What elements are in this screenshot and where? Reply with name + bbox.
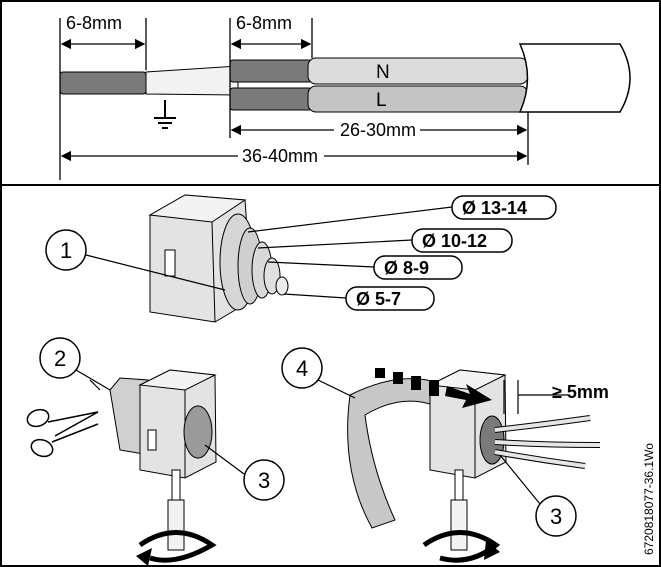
neutral-conductor bbox=[229, 59, 313, 83]
svg-text:Ø 5-7: Ø 5-7 bbox=[356, 289, 401, 309]
diameter-pill-13-14: Ø 13-14 bbox=[451, 195, 557, 220]
rotate-arrow-icon bbox=[136, 530, 217, 566]
cable-insertion-illustration bbox=[347, 369, 601, 529]
stripped-cable-illustration: N L bbox=[59, 43, 631, 129]
scissors-icon bbox=[26, 408, 99, 458]
earth-wire-insulation bbox=[145, 65, 239, 96]
screwdriver-icon-right bbox=[450, 469, 468, 551]
grommet-cutting-illustration bbox=[89, 369, 217, 479]
callout-2: 2 bbox=[39, 337, 111, 391]
outer-sheath bbox=[518, 43, 631, 113]
svg-text:Ø 8-9: Ø 8-9 bbox=[384, 258, 429, 278]
diameter-pill-8-9: Ø 8-9 bbox=[373, 255, 463, 280]
svg-text:3: 3 bbox=[550, 504, 562, 529]
nl-strip-dimension: 6-8mm bbox=[236, 13, 292, 33]
diameter-pill-5-7: Ø 5-7 bbox=[345, 286, 435, 311]
live-conductor bbox=[229, 87, 313, 111]
svg-text:Ø 10-12: Ø 10-12 bbox=[422, 231, 487, 251]
callout-1: 1 bbox=[45, 229, 226, 291]
svg-text:1: 1 bbox=[60, 238, 72, 263]
cable-grommet-illustration bbox=[148, 194, 289, 323]
live-insulation bbox=[307, 85, 529, 113]
rotate-arrow-icon-right bbox=[422, 530, 501, 563]
diameter-leaders bbox=[247, 206, 453, 299]
live-label: L bbox=[376, 90, 387, 111]
ground-strip-dimension: 6-8mm bbox=[66, 13, 122, 33]
screwdriver-icon bbox=[167, 469, 185, 551]
callout-3-right: 3 bbox=[499, 454, 577, 537]
callout-3-left: 3 bbox=[204, 444, 285, 501]
svg-text:4: 4 bbox=[296, 356, 308, 381]
document-code: 6720818077-36.1Wo bbox=[642, 443, 656, 555]
neutral-label: N bbox=[376, 62, 390, 83]
earth-conductor bbox=[59, 71, 147, 95]
protrusion-dimension: ≥ 5mm bbox=[552, 382, 609, 402]
push-arrow-icon bbox=[375, 368, 492, 408]
svg-text:Ø 13-14: Ø 13-14 bbox=[462, 198, 527, 218]
neutral-insulation bbox=[307, 57, 529, 85]
svg-text:3: 3 bbox=[258, 468, 270, 493]
diameter-pill-10-12: Ø 10-12 bbox=[411, 228, 513, 253]
callout-4: 4 bbox=[281, 347, 356, 399]
svg-text:2: 2 bbox=[54, 346, 66, 371]
nl-length-dimension: 26-30mm bbox=[340, 120, 416, 140]
ground-symbol-icon bbox=[154, 100, 176, 129]
total-length-dimension: 36-40mm bbox=[242, 146, 318, 166]
